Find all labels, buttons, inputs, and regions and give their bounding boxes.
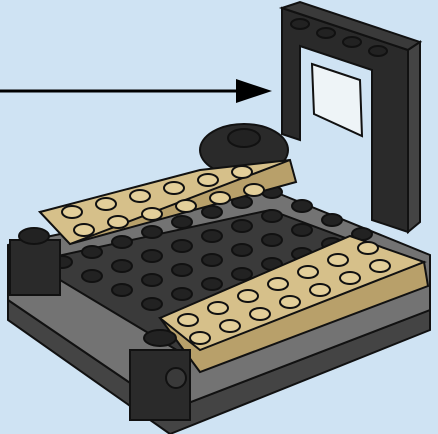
stud (231, 165, 253, 179)
stud (175, 199, 197, 213)
stud (141, 225, 163, 239)
stud (249, 307, 271, 321)
stud (81, 269, 103, 283)
stud (267, 277, 289, 291)
stud (141, 207, 163, 221)
stud (95, 197, 117, 211)
stud (321, 213, 343, 227)
tan-plate-front (158, 234, 430, 374)
frame-studs (290, 18, 388, 57)
stud (201, 229, 223, 243)
stud (279, 295, 301, 309)
stud (297, 265, 319, 279)
stud (141, 249, 163, 263)
stud (61, 205, 83, 219)
stud (309, 283, 331, 297)
stud (290, 18, 310, 30)
stud (291, 199, 313, 213)
stud (141, 297, 163, 311)
stud (201, 277, 223, 291)
stud (291, 223, 313, 237)
stud (129, 189, 151, 203)
stud (209, 191, 231, 205)
stud (171, 263, 193, 277)
black-brick-front (129, 329, 191, 421)
stud (339, 271, 361, 285)
tan-back-studs (61, 165, 265, 237)
stud (316, 27, 336, 39)
stud (201, 253, 223, 267)
stud (81, 245, 103, 259)
black-window-frame (278, 0, 423, 235)
stud (189, 331, 211, 345)
stud (107, 215, 129, 229)
stud (231, 267, 253, 281)
stud (231, 243, 253, 257)
stud (111, 235, 133, 249)
stud (243, 183, 265, 197)
window-glass (310, 62, 364, 138)
callout-arrow (0, 79, 272, 103)
stud (141, 273, 163, 287)
stud (368, 45, 388, 57)
tan-plate-back (38, 158, 298, 246)
stud (231, 219, 253, 233)
stud (261, 233, 283, 247)
stud (171, 287, 193, 301)
black-brick-left (9, 227, 61, 296)
stud (197, 173, 219, 187)
stud (207, 301, 229, 315)
tan-front-studs (177, 241, 391, 345)
stud (357, 241, 379, 255)
stud (171, 215, 193, 229)
stud (237, 289, 259, 303)
stud (163, 181, 185, 195)
stud (73, 223, 95, 237)
stud (171, 239, 193, 253)
stud (177, 313, 199, 327)
stud (369, 259, 391, 273)
stud (261, 209, 283, 223)
stud (327, 253, 349, 267)
stud (342, 36, 362, 48)
stud (111, 283, 133, 297)
stud (111, 259, 133, 273)
stud (219, 319, 241, 333)
